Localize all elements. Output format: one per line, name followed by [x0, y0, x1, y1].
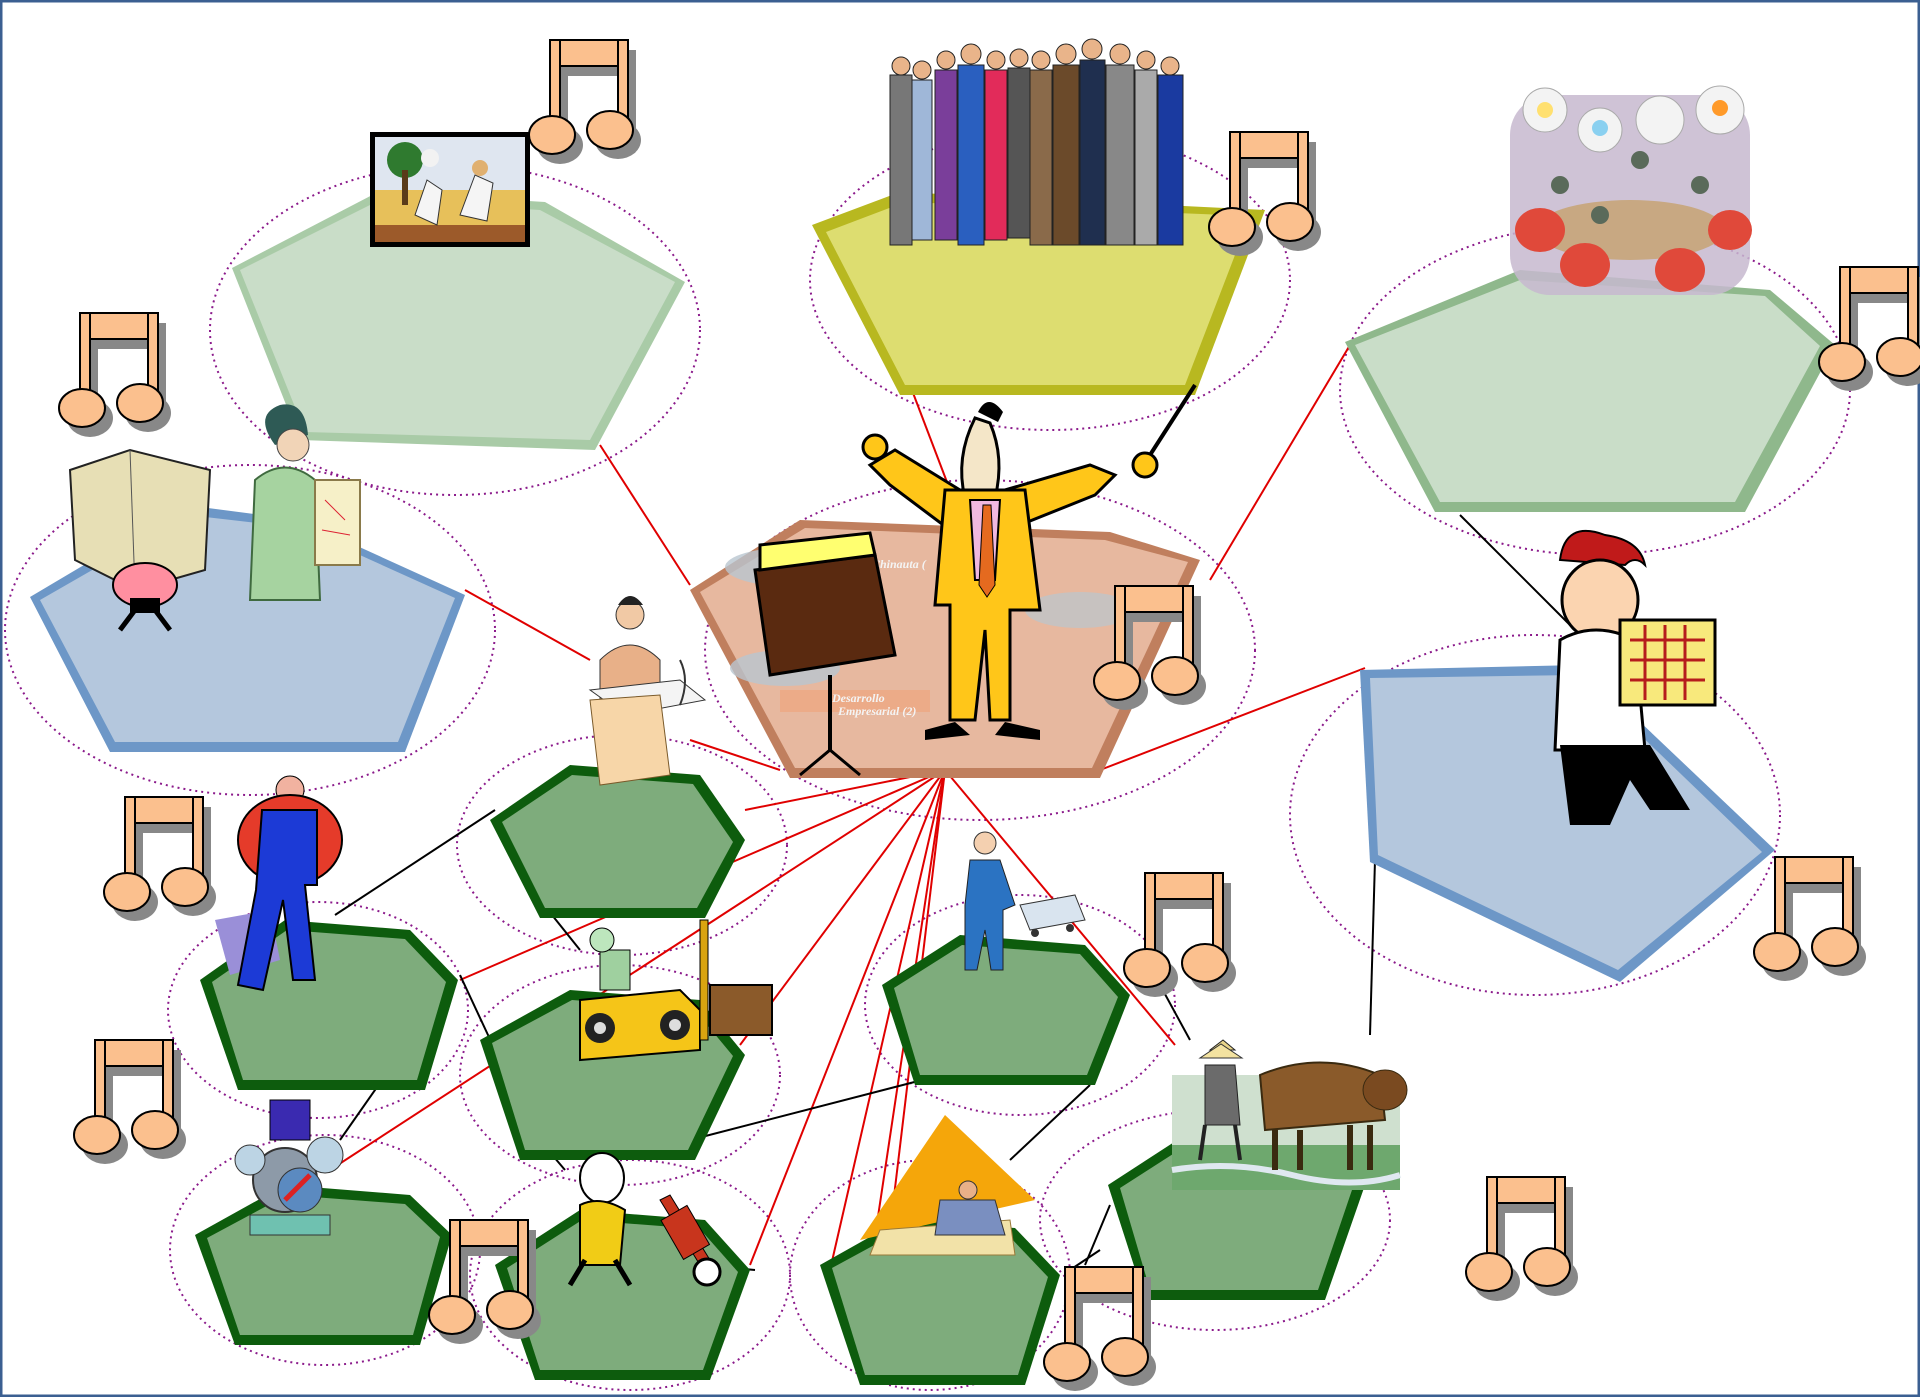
music-note-icon [1753, 856, 1867, 982]
ellipse-businessman [864, 894, 1176, 1116]
woman-with-scroll-clipart [248, 404, 361, 601]
music-note-icon [73, 1039, 187, 1165]
center-label-1: Chinauta ( [872, 557, 927, 571]
worker-in-overalls-clipart [215, 775, 343, 992]
presenter-with-chart-clipart [1553, 530, 1717, 825]
farm-workers-clipart [370, 132, 530, 247]
center-label-3: Empresarial (2) [837, 704, 916, 718]
meeting-ideas-clipart [1510, 85, 1752, 295]
ellipse-right [1289, 634, 1781, 996]
pentagon-top-right[interactable] [1345, 270, 1835, 512]
pentagon-right[interactable] [1360, 665, 1775, 982]
music-note-icon [1123, 872, 1237, 998]
music-note-icon [1043, 1266, 1157, 1392]
ellipse-forklift [459, 964, 781, 1186]
center-label-2: Desarrollo [831, 691, 885, 705]
ellipse-top-left [209, 164, 701, 496]
box-carrier-clipart [68, 448, 212, 632]
pentagon-gears[interactable] [195, 1185, 452, 1345]
ellipse-handtruck [469, 1159, 791, 1391]
hand-truck-worker-clipart [567, 1152, 722, 1287]
music-note-icon [1208, 131, 1322, 257]
farmer-with-oxen-clipart [1171, 1039, 1408, 1190]
man-with-pyramid-clipart [860, 1115, 1035, 1256]
pentagon-businessman[interactable] [882, 935, 1130, 1085]
music-note-icon [103, 796, 217, 922]
speaker-at-podium-clipart [588, 596, 707, 786]
forklift-clipart [579, 919, 773, 1062]
orchestra-conductor-clipart [861, 383, 1197, 740]
pentagon-pyramid[interactable] [820, 1220, 1060, 1385]
businessman-pushing-cart-clipart [964, 831, 1086, 971]
pentagon-podium[interactable] [490, 765, 745, 918]
music-note-icon [58, 312, 172, 438]
music-stand-clipart [753, 531, 897, 777]
ellipse-overalls [167, 901, 469, 1119]
music-note-icon [1818, 266, 1920, 392]
business-team-clipart [889, 38, 1184, 246]
ellipse-left [4, 464, 496, 796]
pentagon-top-left [232, 192, 685, 450]
machine-gears-clipart [234, 1099, 344, 1236]
music-note-icon [528, 39, 642, 165]
music-note-icon [1465, 1176, 1579, 1302]
